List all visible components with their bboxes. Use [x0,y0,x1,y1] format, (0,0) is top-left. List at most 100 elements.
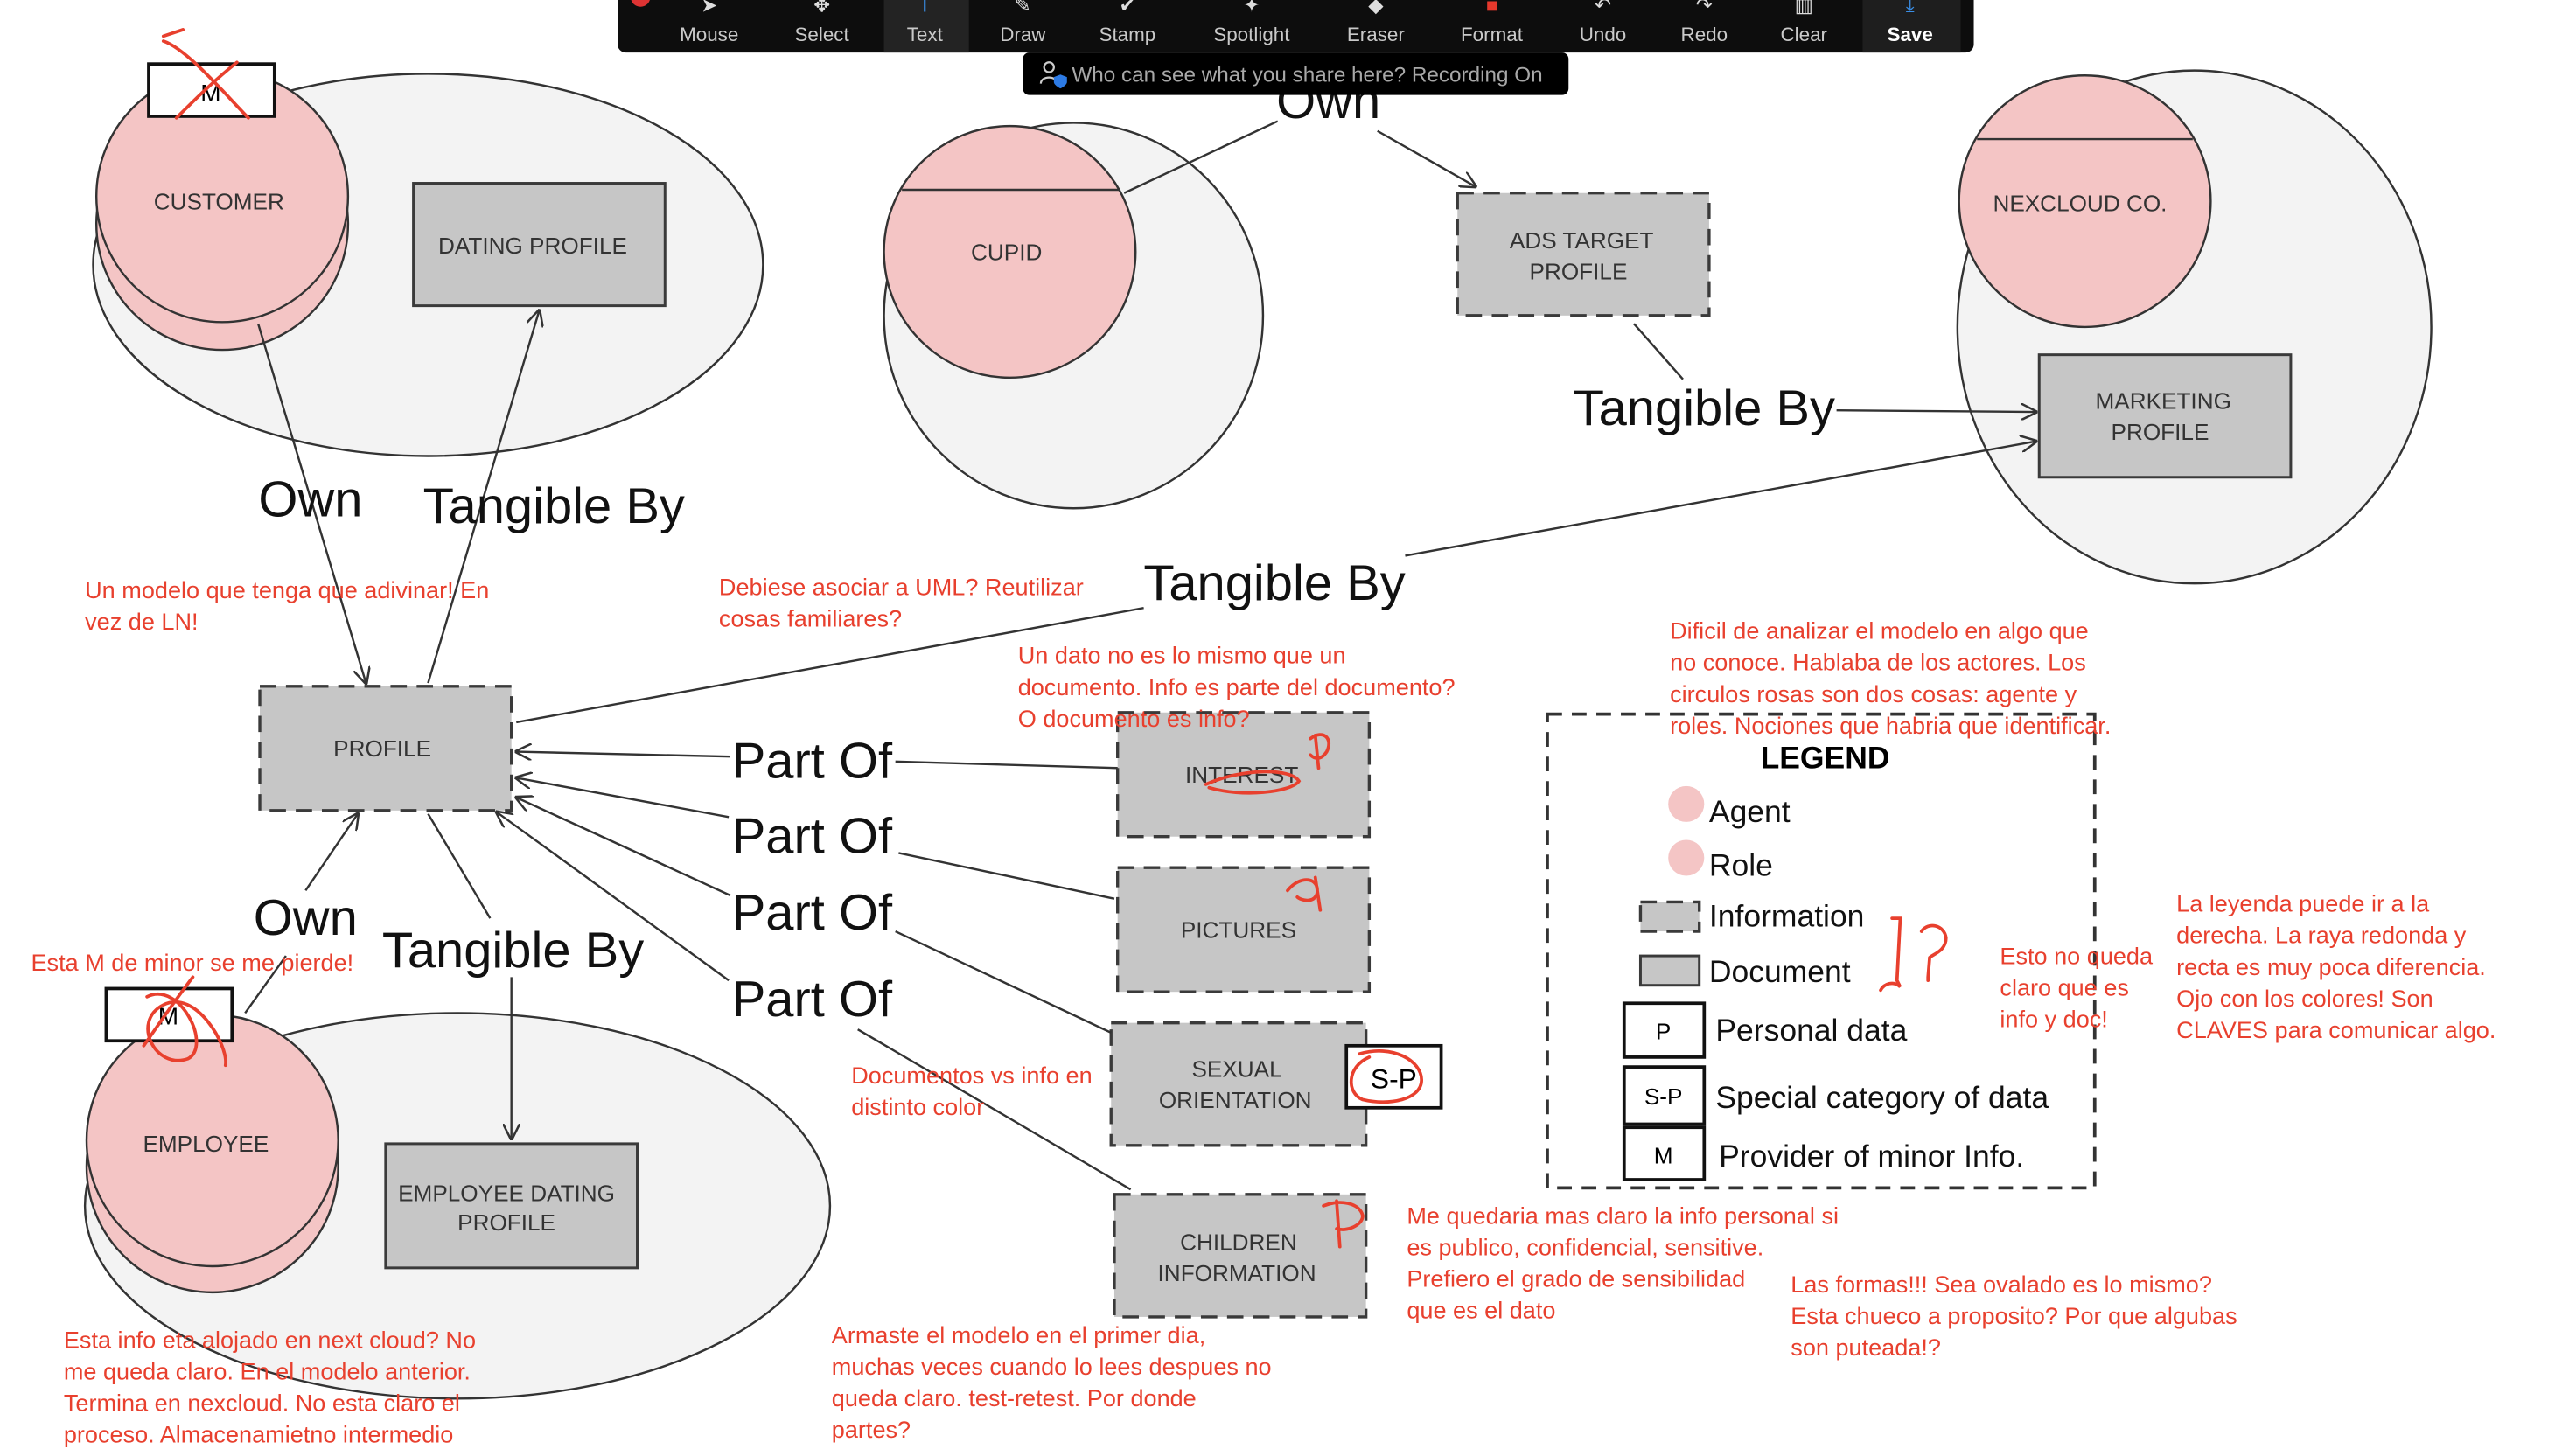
tool-label: Mouse [680,24,738,45]
undo-icon: ↶ [1595,0,1611,16]
annotation-note: Me quedaria mas claro la info personal s… [1407,1202,1839,1323]
annotation-note: Las formas!!! Sea ovalado es lo mismo? Es… [1791,1271,2237,1361]
cupid-agent: CUPID [883,124,1137,380]
note-line: no conoce. Hablaba de los actores. Los [1670,649,2086,676]
note-line: Prefiero el grado de sensibilidad [1407,1265,1745,1292]
note-line: Ojo con los colores! Son [2176,985,2433,1012]
note-line: roles. Nociones que habria que identific… [1670,712,2111,739]
children-label-2: INFORMATION [1158,1260,1316,1286]
profile-box: PROFILE [258,685,513,812]
note-line: son puteada!? [1791,1334,1941,1361]
note-line: Esta M de minor se me pierde! [31,949,353,976]
legend-agent: Agent [1709,794,1791,829]
note-line: Un dato no es lo mismo que un [1018,642,1346,669]
connectors [244,120,2035,1191]
note-line: queda claro. test-retest. Por donde [832,1384,1197,1411]
tool-label: Clear [1780,24,1827,45]
tool-mouse[interactable]: ➤Mouse [680,0,738,45]
tool-label: Stamp [1099,24,1156,45]
annotation-note: Armaste el modelo en el primer dia,mucha… [832,1321,1272,1443]
trash-icon: ▥ [1795,0,1813,16]
note-line: Documentos vs info en [851,1062,1092,1089]
tool-label: Save [1888,24,1933,45]
marketing-profile-box: MARKETING PROFILE [2037,353,2293,479]
tool-redo[interactable]: ↷Redo [1681,0,1728,45]
note-line: documento. Info es parte del documento? [1018,673,1456,700]
cupid-label: CUPID [971,239,1042,265]
note-line: cosas familiares? [719,604,902,631]
employee-label: EMPLOYEE [143,1131,269,1157]
nexcloud-label: NEXCLOUD CO. [1993,190,2167,216]
tool-save[interactable]: ⤓Save [1888,0,1933,45]
nexcloud-agent: NEXCLOUD CO. [1958,74,2212,329]
emp-dating-label-2: PROFILE [457,1209,555,1236]
tool-label: Text [907,24,944,45]
annotation-scribbles [142,28,1948,1249]
rel-own-customer: Own [258,472,362,528]
tool-draw[interactable]: ✎Draw [1000,0,1046,45]
note-line: vez de LN! [85,608,198,635]
annotation-note: Un dato no es lo mismo que un documento. … [1018,642,1456,732]
note-line: info y doc! [2000,1006,2107,1033]
sexual-label-2: ORIENTATION [1159,1087,1312,1113]
tool-label: Select [794,24,849,45]
legend-special-category: Special category of data [1715,1080,2049,1115]
note-line: Esta info eta alojado en next cloud? No [64,1326,476,1353]
tool-undo[interactable]: ↶Undo [1580,0,1627,45]
legend-information: Information [1709,898,1865,933]
children-label-1: CHILDREN [1180,1229,1297,1255]
legend-information-swatch [1638,900,1701,933]
customer-label: CUSTOMER [154,188,284,214]
pictures-label: PICTURES [1181,917,1296,944]
employee-dating-profile-box: EMPLOYEE DATING PROFILE [384,1142,639,1270]
ads-label-1: ADS TARGET [1510,227,1654,254]
note-line: me queda claro. En el modelo anterior. [64,1357,471,1384]
rel-tangible-by-dating: Tangible By [423,478,685,534]
customer-m-badge: M [147,62,276,118]
sexual-label-1: SEXUAL [1191,1055,1281,1082]
rel-tangible-by-marketing: Tangible By [1143,555,1405,611]
note-line: Armaste el modelo en el primer dia, [832,1321,1205,1348]
note-line: Las formas!!! Sea ovalado es lo mismo? [1791,1271,2212,1298]
user-shield-icon [1039,61,1067,89]
legend-title: LEGEND [1761,740,1890,775]
rel-part-of-pictures: Part Of [732,808,893,864]
recording-banner[interactable]: Who can see what you share here? Recordi… [1023,52,1569,95]
note-line: recta es muy poca diferencia. [2176,953,2486,980]
tool-format[interactable]: ■Format [1461,0,1524,45]
tool-clear[interactable]: ▥ Clear [1780,0,1827,45]
legend-role: Role [1709,848,1773,883]
note-line: Esta chueco a proposito? Por que algubas [1791,1302,2237,1329]
note-line: circulos rosas son dos cosas: agente y [1670,680,2077,707]
rel-part-of-interest: Part Of [732,733,893,789]
legend-sp-key: S-P [1644,1083,1683,1110]
note-line: distinto color [851,1093,984,1120]
tool-stamp[interactable]: ✔Stamp [1099,0,1156,45]
note-line: Dificil de analizar el modelo en algo qu… [1670,617,2089,644]
annotation-note: Dificil de analizar el modelo en algo qu… [1670,617,2111,739]
employee-agent: EMPLOYEE [85,1014,339,1294]
marketing-label-2: PROFILE [2112,419,2209,445]
move-icon: ✥ [813,0,830,16]
text-tool-selected-bg [883,0,969,53]
pictures-box: PICTURES [1116,866,1372,993]
employee-m-badge: M [104,986,234,1043]
emp-dating-label-1: EMPLOYEE DATING [398,1180,615,1206]
legend-minor-info: Provider of minor Info. [1719,1139,2024,1174]
tool-spotlight[interactable]: ✦Spotlight [1213,0,1290,45]
note-line: proceso. Almacenamietno intermedio [64,1421,454,1448]
sp-badge-label: S-P [1371,1062,1417,1094]
eraser-icon: ◆ [1368,0,1383,16]
tool-select[interactable]: ✥ Select [794,0,849,45]
record-indicator-icon [631,0,650,7]
children-information-box: CHILDREN INFORMATION [1113,1193,1368,1319]
tool-eraser[interactable]: ◆Eraser [1347,0,1406,45]
note-line: partes? [832,1416,911,1443]
